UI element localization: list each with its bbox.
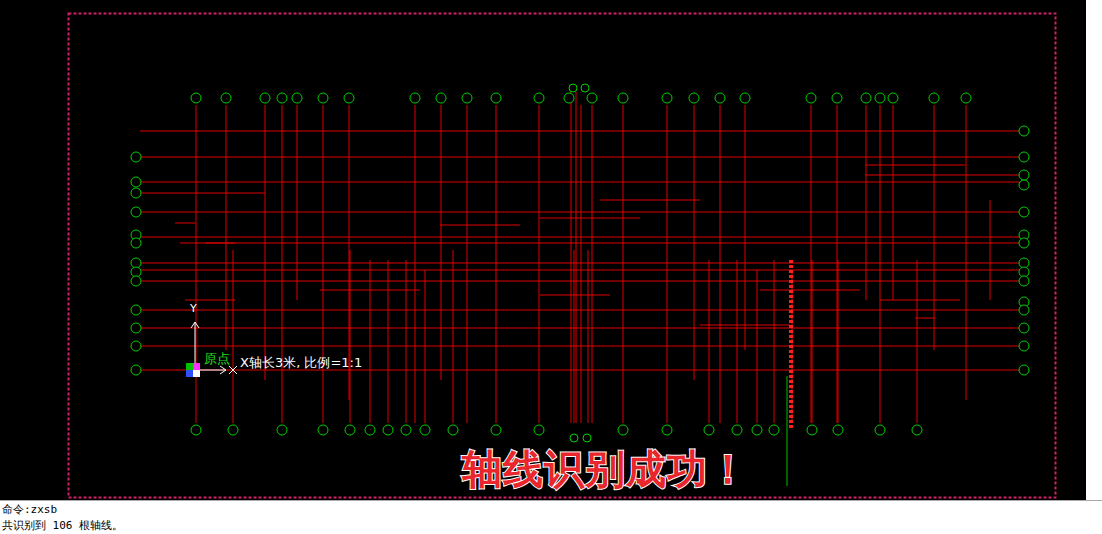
scale-note: X轴长3米, 比例=1:1 [240,354,362,372]
command-line: 命令:zxsb [2,502,57,517]
success-banner: 轴线识别成功！ [462,442,749,497]
command-output: 共识别到 106 根轴线。 [2,518,123,533]
axis-letter: Y [190,302,197,315]
origin-label: 原点 [204,350,230,368]
